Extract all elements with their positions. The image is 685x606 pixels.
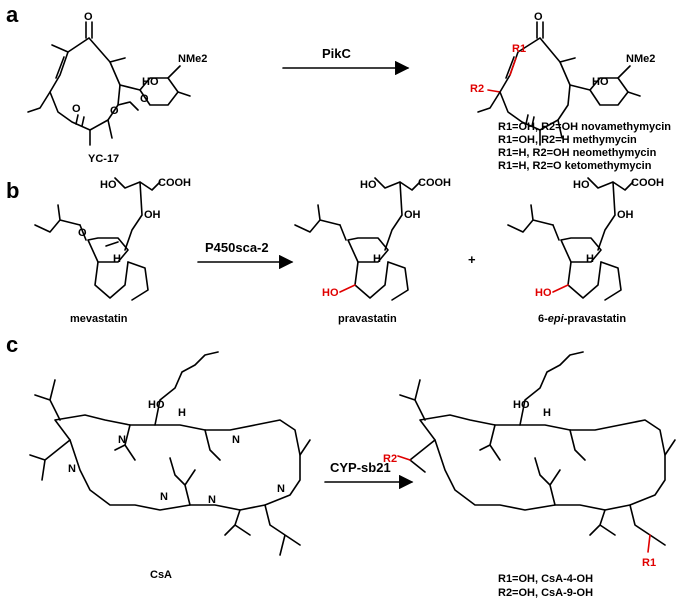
csa-n4: N bbox=[160, 491, 168, 503]
pra-ho: HO bbox=[360, 179, 377, 191]
enzyme-p450sca2: P450sca-2 bbox=[205, 240, 269, 255]
yc17-ho: HO bbox=[142, 76, 159, 88]
panel-c-label: c bbox=[6, 332, 18, 357]
panel-a-label: a bbox=[6, 2, 19, 27]
yc17-structure: O O O O HO NMe2 bbox=[27, 11, 207, 146]
csap-h: H bbox=[543, 407, 551, 419]
mev-oh: OH bbox=[144, 209, 161, 221]
csap-r1: R1 bbox=[642, 557, 656, 569]
prod-a-r2: R2 bbox=[470, 83, 484, 95]
epi-h: H bbox=[586, 253, 594, 265]
prod-a-r1: R1 bbox=[512, 43, 526, 55]
epi-ho: HO bbox=[573, 179, 590, 191]
csa-h: H bbox=[178, 407, 186, 419]
yc17-ester-o: O bbox=[72, 103, 81, 115]
yc17-ketone-o: O bbox=[84, 11, 93, 23]
prod-a-nme2: NMe2 bbox=[626, 53, 655, 65]
product-a-line4: R1=H, R2=O ketomethymycin bbox=[498, 160, 652, 172]
epi-cooh: COOH bbox=[631, 177, 664, 189]
mev-ho: HO bbox=[100, 179, 117, 191]
enzyme-pikc: PikC bbox=[322, 46, 352, 61]
epi-pravastatin-structure: HO COOH OH HO H bbox=[507, 177, 664, 301]
yc17-caption: YC-17 bbox=[88, 153, 119, 165]
product-a-line1: R1=OH, R2=OH novamethymycin bbox=[498, 121, 671, 133]
csa-n5: N bbox=[208, 494, 216, 506]
product-a-line2: R1=OH, R2=H methymycin bbox=[498, 134, 637, 146]
product-c-line2: R2=OH, CsA-9-OH bbox=[498, 587, 593, 599]
csa-caption: CsA bbox=[150, 569, 172, 581]
mev-h: H bbox=[113, 253, 121, 265]
epi-ho-red: HO bbox=[535, 287, 552, 299]
csa-n2: N bbox=[118, 434, 126, 446]
yc17-nme2: NMe2 bbox=[178, 53, 207, 65]
product-c-line1: R1=OH, CsA-4-OH bbox=[498, 573, 593, 585]
pravastatin-structure: HO COOH OH HO H bbox=[294, 177, 451, 301]
csa-n1: N bbox=[68, 463, 76, 475]
csap-r2: R2 bbox=[383, 453, 397, 465]
csa-n6: N bbox=[277, 483, 285, 495]
csa-ho: HO bbox=[148, 399, 165, 411]
enzyme-cypsb21: CYP-sb21 bbox=[330, 460, 391, 475]
plus-sign: + bbox=[468, 252, 476, 267]
mevastatin-caption: mevastatin bbox=[70, 313, 128, 325]
pra-oh: OH bbox=[404, 209, 421, 221]
epi-pravastatin-caption: 6-epi-pravastatin bbox=[538, 313, 626, 325]
prod-a-ho: HO bbox=[592, 76, 609, 88]
mev-cooh: COOH bbox=[158, 177, 191, 189]
prod-a-ketone-o: O bbox=[534, 11, 543, 23]
csa-product-structure: HO R2 R1 H bbox=[383, 351, 676, 569]
pra-cooh: COOH bbox=[418, 177, 451, 189]
mev-o: O bbox=[78, 227, 87, 239]
epi-oh: OH bbox=[617, 209, 634, 221]
panel-b-label: b bbox=[6, 178, 19, 203]
pra-h: H bbox=[373, 253, 381, 265]
csa-structure: HO N N N N N N H bbox=[29, 351, 311, 556]
methymycin-structure: O R1 R2 HO NMe2 bbox=[470, 11, 655, 146]
product-a-line3: R1=H, R2=OH neomethymycin bbox=[498, 147, 657, 159]
pravastatin-caption: pravastatin bbox=[338, 313, 397, 325]
csap-ho: HO bbox=[513, 399, 530, 411]
yc17-ring-o: O bbox=[110, 105, 119, 117]
mevastatin-structure: HO COOH OH O H bbox=[34, 177, 191, 301]
csa-n3: N bbox=[232, 434, 240, 446]
yc17-glyco-o: O bbox=[140, 93, 149, 105]
pra-ho-red: HO bbox=[322, 287, 339, 299]
